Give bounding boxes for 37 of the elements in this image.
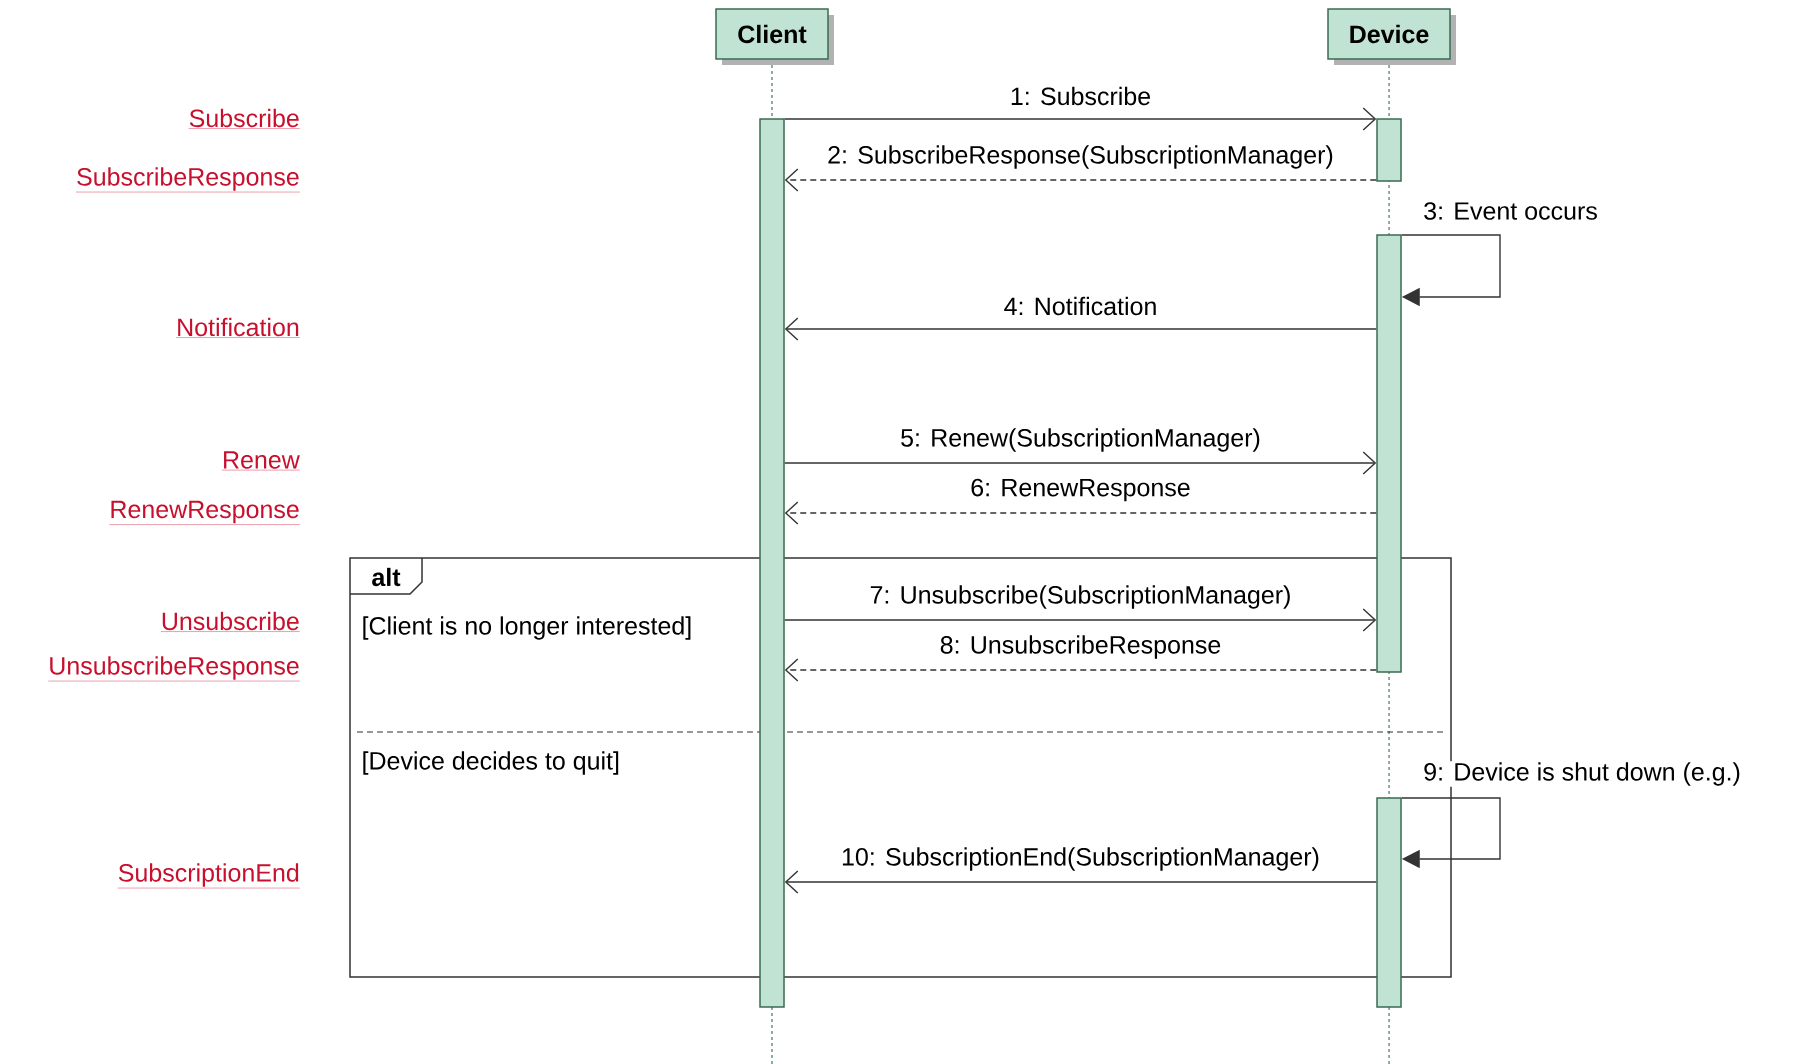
participant-box: Client	[715, 8, 834, 65]
activation-bar	[759, 118, 785, 1008]
activation-bar	[1376, 797, 1402, 1008]
message-label: 5: Renew(SubscriptionManager)	[899, 427, 1262, 453]
message-arrow	[784, 451, 1377, 475]
link-text: Subscribe	[188, 108, 300, 129]
message-arrow	[784, 608, 1377, 632]
guard-condition: [Device decides to quit]	[363, 751, 619, 775]
link-text: Renew	[221, 451, 300, 471]
message-arrow	[784, 870, 1377, 894]
link-text: SubscriptionEnd	[117, 863, 300, 889]
message-arrow	[784, 317, 1377, 341]
message-label: 2: SubscribeResponse(SubscriptionManager)	[826, 144, 1335, 170]
message-label: 10: SubscriptionEnd(SubscriptionManager)	[840, 846, 1321, 872]
link-text: UnsubscribeResponse	[48, 656, 300, 682]
message-arrow	[1401, 234, 1501, 307]
participant-box: Device	[1327, 8, 1456, 65]
message-arrow	[784, 107, 1377, 131]
message-label: 3: Event occurs	[1422, 201, 1599, 221]
message-label: 4: Notification	[1002, 295, 1159, 317]
link-text: RenewResponse	[109, 500, 300, 525]
message-arrow	[1401, 797, 1501, 869]
message-label: 6: RenewResponse	[969, 477, 1192, 503]
message-arrow	[784, 168, 1377, 192]
fragment-operator: alt	[372, 567, 401, 587]
activation-bar	[1376, 118, 1402, 182]
activation-bar	[1376, 234, 1402, 673]
message-label: 1: Subscribe	[1008, 85, 1153, 107]
message-label: 9: Device is shut down (e.g.)	[1422, 761, 1742, 787]
message-label: 8: UnsubscribeResponse	[938, 634, 1223, 660]
link-text: SubscribeResponse	[75, 167, 300, 193]
link-text: Unsubscribe	[160, 611, 300, 632]
guard-condition: [Client is no longer interested]	[363, 616, 691, 640]
message-arrow	[784, 658, 1377, 682]
message-arrow	[784, 501, 1377, 525]
link-text: Notification	[175, 317, 300, 338]
message-label: 7: Unsubscribe(SubscriptionManager)	[868, 584, 1293, 610]
